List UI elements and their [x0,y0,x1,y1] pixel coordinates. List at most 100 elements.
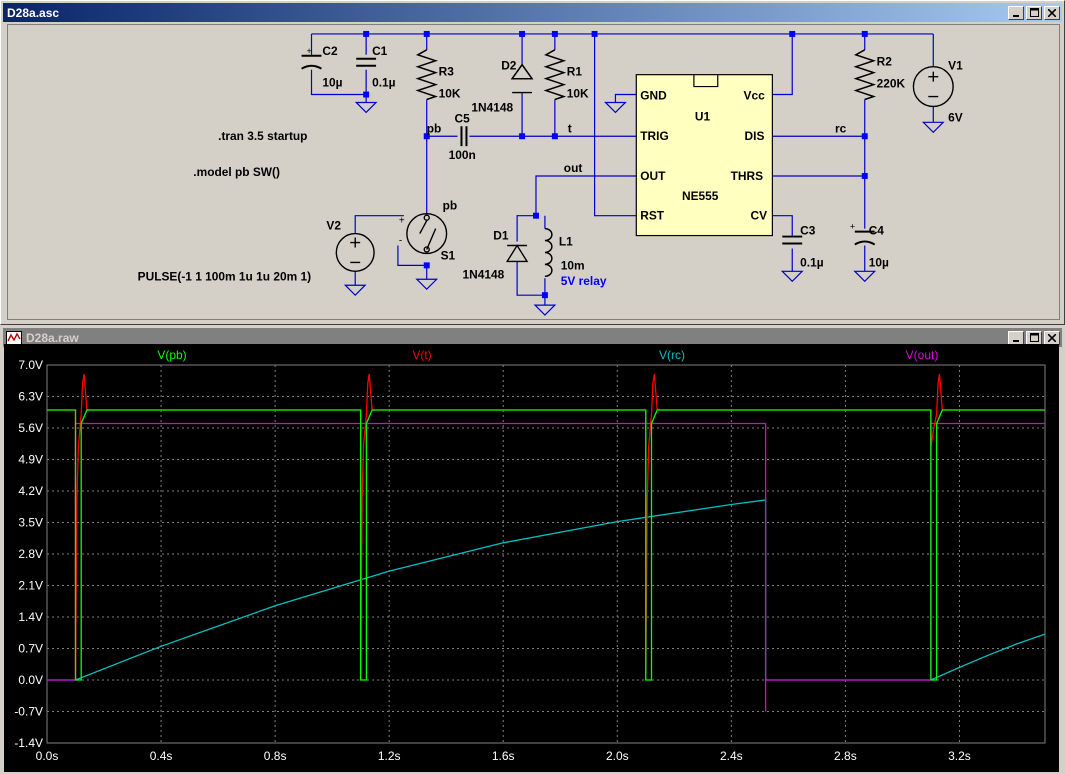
minimize-button[interactable] [1008,330,1024,345]
y-tick-label: -1.4V [14,736,43,750]
wires [310,33,934,306]
c4-name: C4 [869,224,885,238]
net-label-rc: rc [835,121,847,135]
pin-dis: DIS [745,129,765,143]
r1-value: 10K [567,87,589,101]
r3-value: 10K [439,87,461,101]
schematic-canvas[interactable]: + + + - [7,24,1060,320]
u1-name: U1 [695,109,711,123]
x-tick-label: 1.2s [378,749,401,763]
x-tick-label: 2.8s [834,749,857,763]
l1-note: 5V relay [561,274,607,288]
inductor-symbol [544,227,553,278]
c3-value: 0.1µ [800,255,824,269]
y-tick-label: 0.7V [18,642,43,656]
model-directive[interactable]: .model pb SW() [193,165,280,179]
y-tick-label: 2.1V [18,579,43,593]
waveform-plot[interactable]: 7.0V6.3V5.6V4.9V4.2V3.5V2.8V2.1V1.4V0.7V… [4,344,1059,772]
r3-name: R3 [439,65,455,79]
c1-name: C1 [372,44,388,58]
x-tick-label: 0.8s [264,749,287,763]
pin-vcc: Vcc [744,88,766,102]
d1-value: 1N4148 [462,267,504,281]
c2-plus-sign: + [307,46,312,56]
waveform-window-title: D28a.raw [26,330,79,345]
s1-model: pb [443,199,458,213]
maximize-button[interactable] [1026,330,1042,345]
d2-name: D2 [501,59,517,73]
diode-symbols [505,63,534,263]
legend-entry-pb[interactable]: V(pb) [157,348,186,362]
legend-entry-t[interactable]: V(t) [412,348,431,362]
schematic-window-title: D28a.asc [7,5,60,20]
y-tick-label: 3.5V [18,516,43,530]
close-button[interactable] [1044,5,1060,20]
l1-value: 10m [561,258,585,272]
chip-notch [693,74,719,88]
waveform-app-icon [6,330,22,345]
c3-name: C3 [800,224,816,238]
pin-cv: CV [751,209,768,223]
d1-name: D1 [493,229,509,243]
pin-trig: TRIG [640,129,668,143]
ne555-chip[interactable] [635,74,773,237]
minimize-icon [1013,339,1019,342]
y-tick-label: 6.3V [18,390,43,404]
minimize-icon [1013,14,1019,17]
trace-pb [47,409,1045,681]
plot-legend: V(pb) V(t) V(rc) V(out) [157,348,938,362]
r2-name: R2 [877,55,893,69]
schematic-titlebar[interactable]: D28a.asc [3,3,1062,22]
u1-part: NE555 [682,189,719,203]
s1-name: S1 [441,248,456,262]
y-tick-label: -0.7V [14,705,43,719]
c5-name: C5 [455,111,471,125]
minimize-button[interactable] [1008,5,1024,20]
v2-value: PULSE(-1 1 100m 1u 1u 20m 1) [138,269,311,283]
c5-value: 100n [449,148,476,162]
l1-name: L1 [559,235,573,249]
y-tick-label: 4.9V [18,453,43,467]
schematic-window[interactable]: D28a.asc [0,0,1065,325]
y-tick-label: 0.0V [18,673,43,687]
c2-value: 10µ [322,76,342,90]
v2-name: V2 [326,219,341,233]
x-tick-label: 2.4s [720,749,743,763]
ground-symbols [343,101,945,316]
y-tick-label: 7.0V [18,358,43,372]
c4-value: 10µ [869,255,889,269]
net-label-out: out [564,161,583,175]
x-tick-label: 0.0s [36,749,59,763]
trace-rc [47,499,1046,681]
y-tick-label: 1.4V [18,610,43,624]
maximize-icon [1029,333,1039,342]
legend-entry-rc[interactable]: V(rc) [659,348,685,362]
junction-dots [363,30,868,299]
c4-plus-sign: + [850,222,855,232]
close-button[interactable] [1044,330,1060,345]
pin-out: OUT [640,169,666,183]
capacitor-symbols [301,54,876,246]
tran-directive[interactable]: .tran 3.5 startup [218,129,307,143]
x-tick-label: 0.4s [150,749,173,763]
x-tick-label: 3.2s [948,749,971,763]
voltage-source-symbols [335,66,954,273]
maximize-button[interactable] [1026,5,1042,20]
pin-rst: RST [640,209,665,223]
close-icon [1048,8,1056,17]
legend-entry-out[interactable]: V(out) [906,348,939,362]
x-tick-label: 2.0s [606,749,629,763]
plot-grid [46,364,1046,744]
y-tick-label: 2.8V [18,547,43,561]
plot-traces [47,373,1046,712]
pin-thrs: THRS [731,169,763,183]
switch-symbol [406,213,448,255]
d2-value: 1N4148 [471,100,513,114]
pin-gnd: GND [640,88,667,102]
c2-name: C2 [322,44,338,58]
plot-frame [46,364,1046,744]
close-icon [1048,333,1056,342]
y-tick-label: 5.6V [18,421,43,435]
waveform-titlebar[interactable]: D28a.raw [3,328,1062,347]
